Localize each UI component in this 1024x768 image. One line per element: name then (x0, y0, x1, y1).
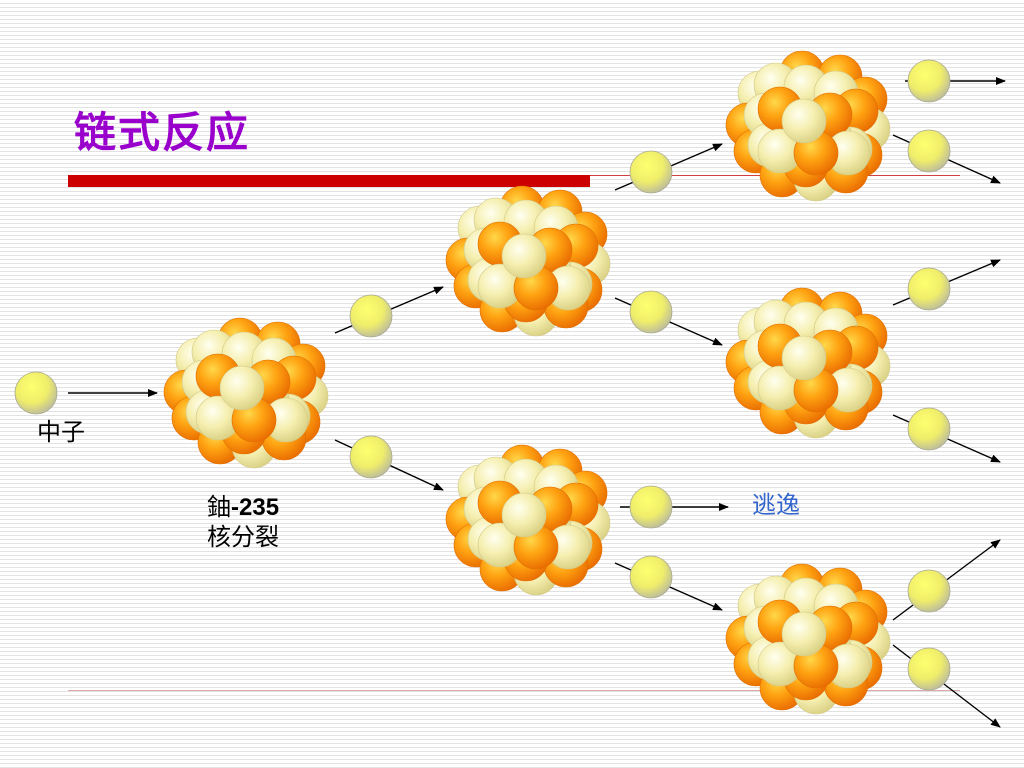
uranium-nucleus (725, 287, 891, 439)
neutron-particle (629, 555, 673, 599)
uranium-nucleus (445, 185, 611, 337)
fission-label: 鈾-235 核分裂 (207, 493, 279, 552)
title-accent-bar (68, 175, 590, 187)
footer-divider (68, 690, 960, 691)
element-label: 鈾 (207, 493, 231, 521)
uranium-nucleus (725, 563, 891, 715)
neutron-sphere-in-nucleus (781, 335, 827, 381)
slide-title: 链式反应 (74, 108, 251, 157)
neutron-label: 中子 (37, 418, 85, 446)
isotope-label: -235 (231, 494, 280, 521)
nuclei-layer (163, 50, 891, 715)
fission-process-label: 核分裂 (207, 522, 279, 551)
neutron-sphere-in-nucleus (219, 365, 265, 411)
neutron-particle (907, 569, 951, 613)
uranium-nucleus (163, 317, 329, 469)
neutron-particle (629, 290, 673, 334)
neutron-particle (629, 150, 673, 194)
neutrons-layer (14, 59, 951, 691)
neutron-particle (907, 647, 951, 691)
neutron-particle (907, 59, 951, 103)
neutron-particle (907, 267, 951, 311)
neutron-sphere-in-nucleus (501, 233, 547, 279)
neutron-particle (349, 294, 393, 338)
neutron-sphere-in-nucleus (781, 98, 827, 144)
neutron-particle (349, 435, 393, 479)
uranium-nucleus (725, 50, 891, 202)
neutron-particle (907, 129, 951, 173)
neutron-particle (629, 485, 673, 529)
uranium-nucleus (445, 444, 611, 596)
neutron-particle (907, 407, 951, 451)
neutron-particle (14, 371, 58, 415)
escape-label: 逃逸 (752, 491, 800, 519)
neutron-sphere-in-nucleus (781, 611, 827, 657)
neutron-sphere-in-nucleus (501, 492, 547, 538)
